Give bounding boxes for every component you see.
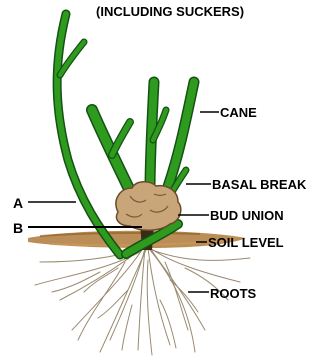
marker-a-label: A [13, 196, 23, 210]
diagram-title: (INCLUDING SUCKERS) [96, 5, 244, 18]
cane-label: CANE [220, 106, 257, 119]
roots [35, 248, 250, 355]
marker-b-label: B [13, 221, 23, 235]
bud-union-knob [116, 182, 181, 231]
roots-label: ROOTS [210, 287, 256, 300]
main-canes [92, 82, 194, 195]
bud-union-label: BUD UNION [210, 209, 284, 222]
basal-break-label: BASAL BREAK [212, 178, 306, 191]
soil-level-label: SOIL LEVEL [208, 236, 284, 249]
